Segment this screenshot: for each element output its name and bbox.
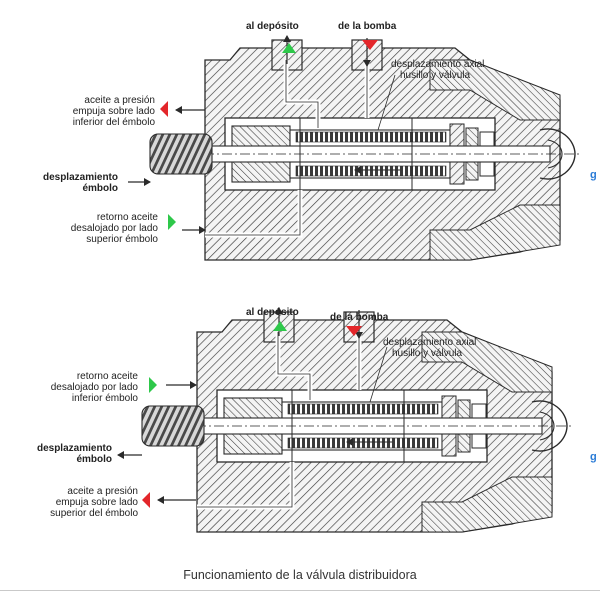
green-triangle-right — [149, 377, 157, 393]
label-left-upper-bottom: retorno aceite desalojado por lado infer… — [50, 371, 138, 404]
label-edge-bottom: g — [590, 451, 597, 463]
red-triangle-left — [160, 101, 168, 117]
label-desplazamiento-bottom: desplazamiento émbolo — [36, 443, 112, 465]
green-triangle-up — [282, 43, 296, 53]
label-axial-top-2: husillo y válvula — [400, 70, 471, 81]
label-axial-top-1: desplazamiento axial — [391, 59, 485, 70]
valve-bottom — [117, 308, 572, 532]
label-left-lower-bottom: aceite a presión empuja sobre lado super… — [50, 486, 138, 519]
green-triangle-up — [273, 321, 287, 331]
green-triangle-right — [168, 214, 176, 230]
label-axial-bottom-2: husillo y válvula — [392, 348, 463, 359]
label-al-deposito-bottom: al depósito — [246, 307, 299, 318]
valve-top — [128, 36, 580, 260]
figure-caption: Funcionamiento de la válvula distribuido… — [183, 568, 417, 582]
label-al-deposito-top: al depósito — [246, 21, 299, 32]
red-triangle-down — [346, 326, 362, 336]
red-triangle-down — [362, 40, 378, 50]
label-edge-top: g — [590, 169, 597, 181]
label-de-la-bomba-top: de la bomba — [338, 21, 397, 32]
label-de-la-bomba-bottom: de la bomba — [330, 312, 389, 323]
label-axial-bottom-1: desplazamiento axial — [383, 337, 477, 348]
divider — [0, 590, 600, 591]
label-left-lower-top: retorno aceite desalojado por lado super… — [70, 212, 158, 245]
label-left-upper-top: aceite a presión empuja sobre lado infer… — [72, 95, 155, 128]
label-desplazamiento-top: desplazamiento émbolo — [42, 172, 118, 194]
red-triangle-left — [142, 492, 150, 508]
